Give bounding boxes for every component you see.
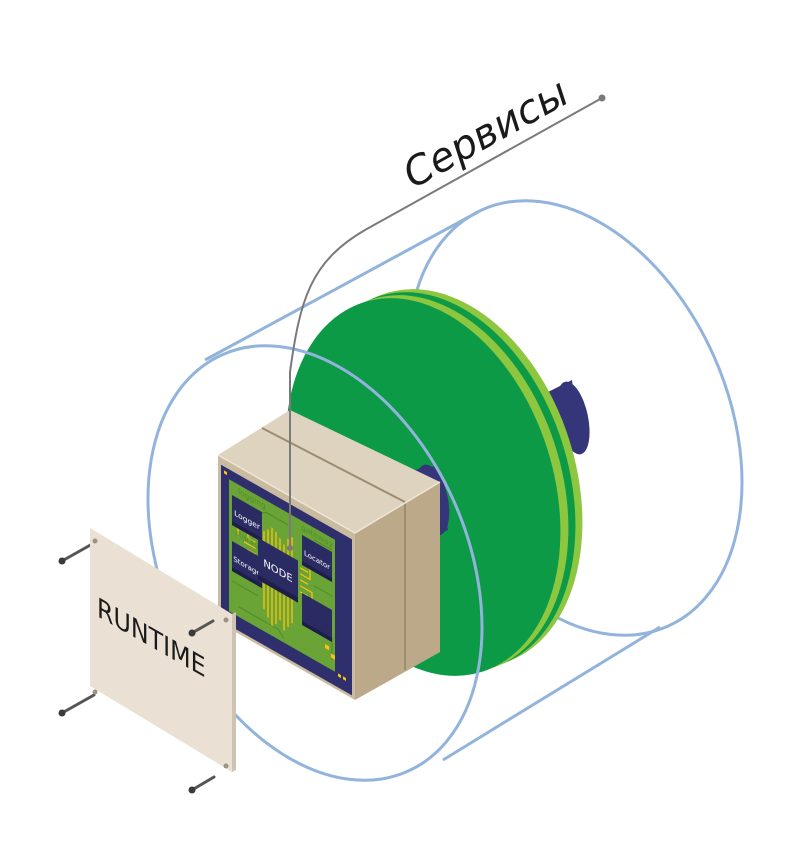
screw-top-right: [188, 619, 215, 637]
services-leader-line: [287, 94, 606, 551]
chip-locator: Locator: [302, 534, 332, 582]
cylinder-bottom-edge: [442, 625, 661, 762]
leader-line-end-dot: [598, 94, 606, 102]
chip-logger: Logger: [232, 494, 262, 543]
box-right-face: [355, 482, 440, 700]
screw-bottom-right: [188, 775, 216, 794]
chip-storage: Storage: [232, 540, 262, 589]
screw-top-left: [58, 541, 96, 565]
services-label: Сервисы: [396, 70, 577, 198]
leader-line-start-dot: [287, 545, 293, 551]
runtime-plate-group: RUNTIME: [58, 528, 236, 794]
box-seam-top: [261, 427, 406, 503]
screw-bottom-left: [58, 693, 96, 717]
circuit-board: logging storage gateway isolate Logger S…: [221, 464, 352, 696]
chip-isolate: [302, 592, 332, 642]
chip-node: NODE: [258, 537, 298, 603]
runtime-plate: [90, 528, 232, 772]
cylinder-top-edge: [204, 210, 479, 362]
box-top-face: [218, 410, 440, 533]
